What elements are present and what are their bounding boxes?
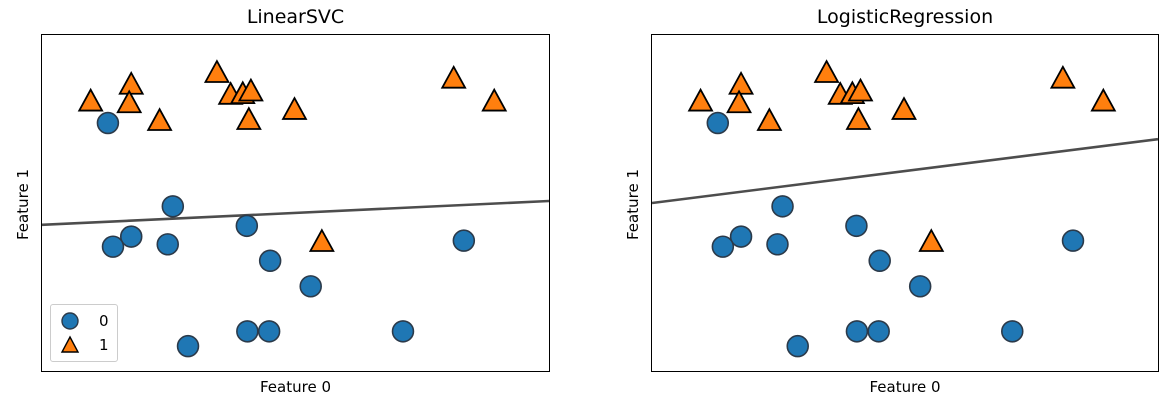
data-point-class0 <box>156 233 179 256</box>
data-point-class0 <box>391 320 415 343</box>
data-point-class0 <box>1061 229 1085 252</box>
panel-linearsvc: LinearSVC Feature 1 0 <box>0 0 585 412</box>
legend-item-class0: 0 <box>57 309 109 333</box>
data-point-class1 <box>891 96 917 120</box>
plot-area-logisticregression <box>651 34 1159 372</box>
data-point-class0 <box>176 334 200 358</box>
legend-item-class1: 1 <box>57 333 109 357</box>
data-point-class1 <box>1049 64 1076 89</box>
data-point-class0 <box>119 225 143 248</box>
data-point-class1 <box>918 228 945 252</box>
data-point-class0 <box>786 334 809 358</box>
data-point-class1 <box>203 59 230 83</box>
data-point-class0 <box>236 320 259 343</box>
data-point-class1 <box>728 71 755 95</box>
data-point-class0 <box>766 233 789 256</box>
plot-area-linearsvc: 0 1 <box>41 34 550 372</box>
legend-label-class1: 1 <box>99 335 109 354</box>
data-point-class1 <box>281 96 308 120</box>
data-point-class0 <box>711 235 735 258</box>
legend-label-class0: 0 <box>99 311 109 330</box>
data-point-class1 <box>118 71 145 95</box>
series-class-0 <box>706 111 1085 358</box>
data-point-class1 <box>845 106 872 130</box>
data-point-class0 <box>101 235 125 258</box>
data-point-class1 <box>440 64 467 89</box>
circle-marker-icon <box>57 310 83 332</box>
x-axis-label-right: Feature 0 <box>869 378 941 396</box>
data-point-class0 <box>845 320 869 343</box>
data-point-class1 <box>237 77 264 102</box>
data-point-class0 <box>299 275 322 298</box>
data-point-class1 <box>77 87 104 112</box>
data-point-class1 <box>116 89 143 114</box>
y-axis-label-right: Feature 1 <box>624 169 642 240</box>
data-point-class1 <box>1090 87 1117 112</box>
data-point-class0 <box>729 225 753 248</box>
data-point-class0 <box>845 214 868 238</box>
decision-boundary-line <box>42 199 549 227</box>
x-axis-label-left: Feature 0 <box>260 378 331 396</box>
y-axis-label-left: Feature 1 <box>14 169 32 240</box>
data-point-class0 <box>706 111 730 135</box>
panel-logisticregression: LogisticRegression Feature 1 Feature 0 <box>586 0 1171 412</box>
legend: 0 1 <box>50 304 118 362</box>
triangle-marker-icon <box>57 334 83 356</box>
data-point-class1 <box>726 89 752 114</box>
series-class-0 <box>96 111 476 358</box>
scatter-plot-linearsvc <box>42 59 549 358</box>
data-point-class0 <box>771 195 794 218</box>
data-point-class0 <box>1001 320 1024 343</box>
data-point-class0 <box>161 195 185 218</box>
data-point-class1 <box>308 228 335 252</box>
data-point-class1 <box>481 87 508 112</box>
data-point-class0 <box>908 275 932 298</box>
data-point-class0 <box>96 111 120 135</box>
data-point-class1 <box>235 106 262 130</box>
data-point-class0 <box>257 320 281 343</box>
data-point-class0 <box>258 249 282 273</box>
series-class-1 <box>77 59 508 252</box>
data-point-class0 <box>452 229 476 252</box>
data-point-class0 <box>868 249 891 273</box>
series-class-1 <box>687 59 1117 252</box>
data-point-class1 <box>146 107 173 131</box>
scatter-plot-logisticregression <box>652 59 1158 358</box>
data-point-class0 <box>867 320 890 343</box>
panel-title-linearsvc: LinearSVC <box>246 6 345 28</box>
panel-title-logisticregression: LogisticRegression <box>816 6 994 28</box>
data-point-class1 <box>847 77 874 102</box>
data-point-class0 <box>235 214 259 238</box>
data-point-class1 <box>813 59 840 83</box>
data-point-class1 <box>756 107 783 131</box>
decision-boundary-line <box>652 137 1158 205</box>
data-point-class1 <box>687 87 714 112</box>
